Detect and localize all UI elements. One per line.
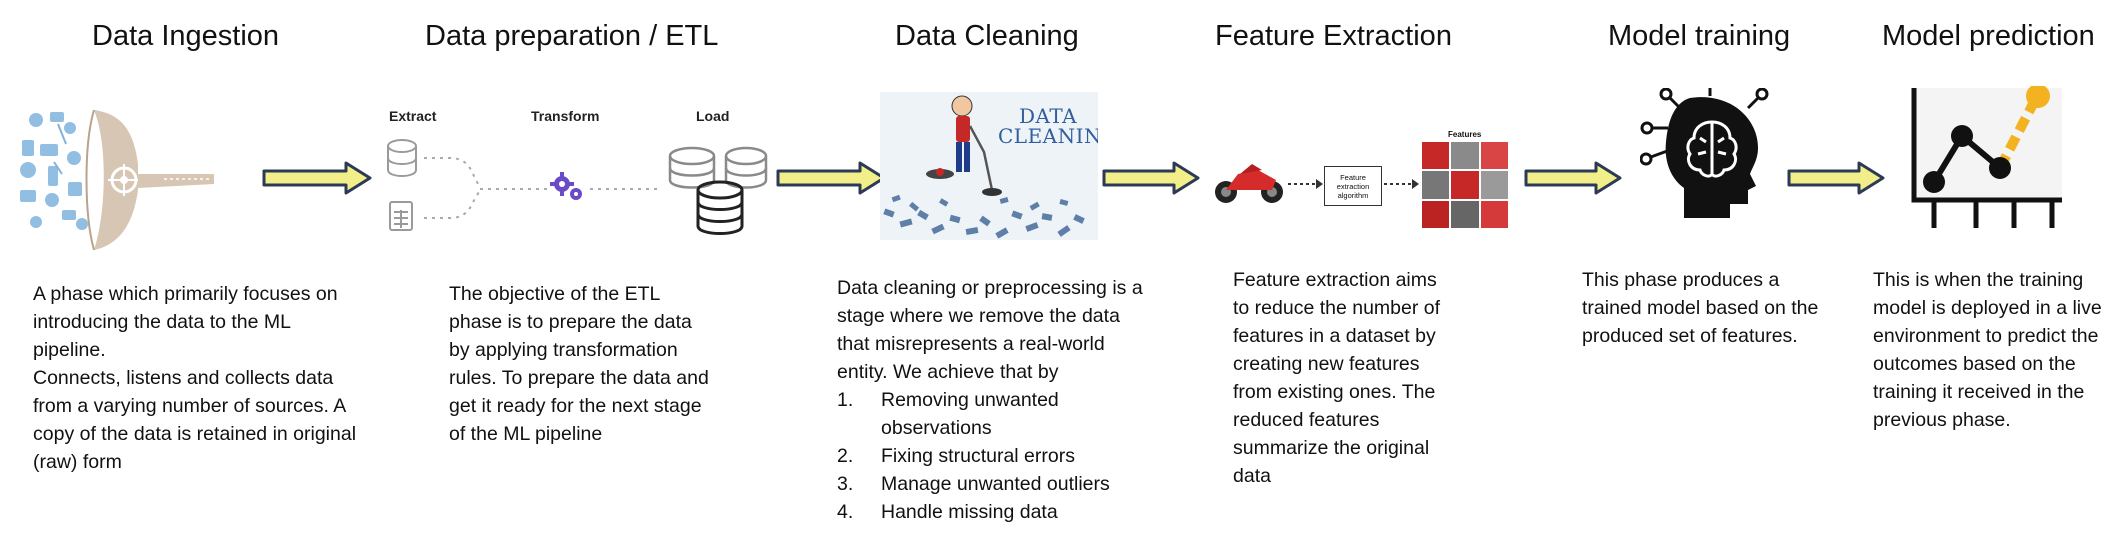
features-grid	[1422, 142, 1508, 228]
funnel-icon	[20, 109, 214, 251]
flow-arrow-icon	[262, 161, 372, 195]
feature-extraction-desc-text: Feature extraction aims to reduce the nu…	[1233, 269, 1441, 487]
motorcycle-icon	[1215, 164, 1283, 203]
stage-title-cleaning: Data Cleaning	[895, 20, 1079, 52]
step-text: Removing unwanted observations	[881, 389, 1059, 439]
ingestion-desc-line-2: Connects, listens and collects data from…	[33, 367, 357, 473]
data-cleaning-image: DATA CLEANING	[880, 92, 1098, 240]
image-text-line-2: CLEANING	[998, 124, 1098, 148]
feature-tile	[1480, 200, 1508, 228]
etl-label-extract: Extract	[389, 108, 437, 124]
model-training-desc-text: This phase produces a trained model base…	[1582, 269, 1819, 347]
feature-tile	[1422, 171, 1450, 199]
stage-description-etl: The objective of the ETL phase is to pre…	[449, 280, 709, 448]
step-text: Manage unwanted outliers	[881, 473, 1110, 495]
step-text: Fixing structural errors	[881, 445, 1075, 467]
feature-extraction-algorithm-box: Feature extraction algorithm	[1324, 166, 1382, 206]
brain-head-icon	[1640, 88, 1769, 218]
feature-tile	[1422, 200, 1450, 228]
flow-arrow-icon	[1524, 161, 1622, 195]
prediction-chart-icon	[1911, 86, 2062, 228]
etl-label-transform: Transform	[531, 108, 600, 124]
stage-description-feature-extraction: Feature extraction aims to reduce the nu…	[1233, 266, 1455, 490]
etl-diagram	[387, 139, 768, 235]
image-text-line-1: DATA	[1018, 104, 1078, 128]
cleaning-steps-list: 1. Removing unwanted observations 2. Fixin…	[837, 386, 1157, 526]
stage-title-feature-extraction: Feature Extraction	[1215, 20, 1452, 52]
flow-arrow-icon	[1102, 161, 1200, 195]
flow-arrow-icon	[776, 161, 886, 195]
stage-description-ingestion: A phase which primarily focuses on intro…	[33, 280, 358, 476]
model-prediction-desc-text: This is when the training model is deplo…	[1873, 269, 2102, 431]
step-number: 1.	[837, 389, 854, 411]
step-number: 2.	[837, 445, 854, 467]
data-cleaning-image-text: DATA CLEANING	[998, 106, 1098, 146]
etl-label-load: Load	[696, 108, 730, 124]
flow-arrow-icon	[1787, 161, 1885, 195]
feature-tile	[1480, 142, 1508, 170]
stage-description-model-training: This phase produces a trained model base…	[1582, 266, 1842, 350]
step-text: Handle missing data	[881, 501, 1058, 523]
spreadsheet-icon	[389, 201, 413, 231]
cleaning-desc-text: Data cleaning or preprocessing is a stag…	[837, 277, 1143, 383]
step-number: 3.	[837, 473, 854, 495]
feature-tile	[1451, 142, 1479, 170]
etl-desc-text: The objective of the ETL phase is to pre…	[449, 283, 709, 445]
stage-title-ingestion: Data Ingestion	[92, 20, 280, 52]
list-item: 2. Fixing structural errors	[837, 442, 1157, 470]
stage-description-model-prediction: This is when the training model is deplo…	[1873, 266, 2113, 434]
database-icon	[387, 139, 417, 177]
list-item: 3. Manage unwanted outliers	[837, 470, 1157, 498]
feature-tile	[1480, 171, 1508, 199]
step-number: 4.	[837, 501, 854, 523]
broom-person-icon	[883, 95, 1085, 239]
ingestion-desc-line-1: A phase which primarily focuses on intro…	[33, 283, 338, 361]
features-label: Features	[1448, 130, 1482, 139]
dotted-arrow-icon	[1288, 179, 1323, 189]
feature-tile	[1422, 142, 1450, 170]
list-item: 1. Removing unwanted observations	[837, 386, 1157, 442]
list-item: 4. Handle missing data	[837, 498, 1157, 526]
stage-title-model-prediction: Model prediction	[1882, 20, 2095, 52]
stage-description-cleaning: Data cleaning or preprocessing is a stag…	[837, 274, 1157, 526]
stage-title-model-training: Model training	[1608, 20, 1791, 52]
gears-icon	[550, 172, 582, 200]
feature-tile	[1451, 200, 1479, 228]
stage-title-etl: Data preparation / ETL	[425, 20, 719, 52]
dotted-arrow-icon	[1384, 179, 1419, 189]
algorithm-box-label: Feature extraction algorithm	[1336, 172, 1370, 200]
feature-tile	[1451, 171, 1479, 199]
